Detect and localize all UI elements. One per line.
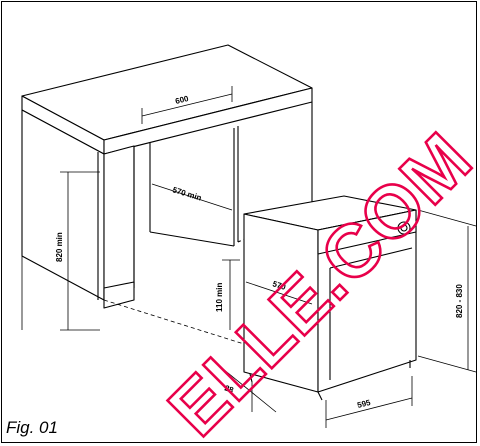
- appliance-width-label: 595: [356, 398, 372, 410]
- dishwasher-appliance: [243, 195, 417, 401]
- countertop-cabinet: [21, 44, 313, 309]
- opening-height-label: 820 min: [55, 232, 64, 262]
- watermark: ELLE.COM: [153, 117, 480, 446]
- opening-depth-label: 570 min: [171, 185, 202, 202]
- gap-label: 28: [223, 383, 235, 395]
- appliance-depth-label: 570: [271, 279, 287, 292]
- countertop-width-label: 600: [174, 94, 190, 106]
- appliance-height-label: 820 - 830: [455, 284, 464, 318]
- plinth-height-label: 110 min: [215, 283, 224, 312]
- figure-caption: Fig. 01: [6, 418, 58, 437]
- dimension-lines: [21, 86, 477, 428]
